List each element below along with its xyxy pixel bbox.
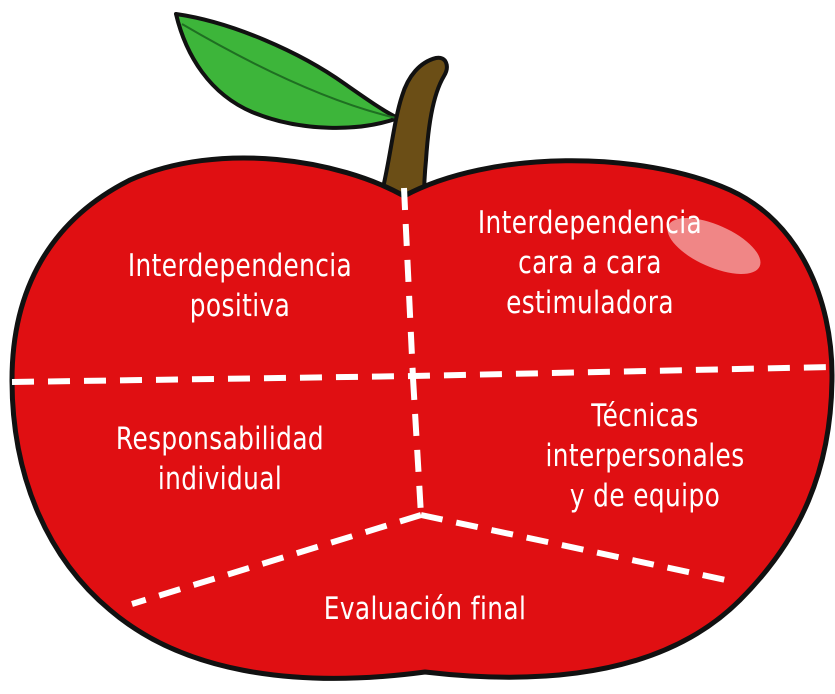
divider-vertical-lower: [410, 377, 424, 516]
section-responsabilidad-individual: Responsabilidad individual: [115, 421, 325, 497]
section-dividers: [11, 187, 833, 607]
apple-icon: [9, 155, 835, 681]
leaf-icon: [174, 12, 400, 130]
section-interdependencia-positiva: Interdependencia positiva: [127, 248, 353, 324]
divider-lower-left: [131, 512, 422, 607]
divider-lower-right: [420, 512, 736, 585]
section-interdependencia-cara-a-cara: Interdependencia cara a cara estimulador…: [477, 205, 703, 321]
stem-icon: [380, 55, 449, 202]
section-tecnicas-interpersonales: Técnicas interpersonales y de equipo: [545, 398, 745, 514]
apple-highlight: [667, 218, 761, 274]
leaf-vein: [181, 23, 397, 119]
section-evaluacion-final: Evaluación final: [323, 591, 527, 627]
divider-horizontal: [11, 364, 833, 385]
divider-vertical-upper: [401, 187, 416, 379]
